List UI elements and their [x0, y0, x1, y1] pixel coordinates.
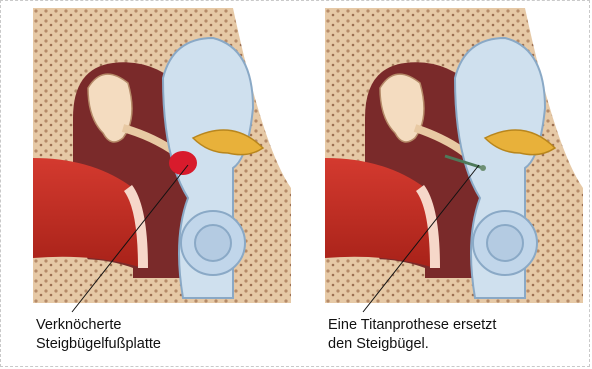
caption-ossified-stapes: Verknöcherte Steigbügelfußplatte — [36, 316, 161, 354]
ear-illustration-titanium-prosthesis — [325, 8, 583, 303]
ear-illustration-otosclerosis — [33, 8, 291, 303]
caption-titanium-prosthesis: Eine Titanprothese ersetzt den Steigbüge… — [328, 316, 496, 354]
